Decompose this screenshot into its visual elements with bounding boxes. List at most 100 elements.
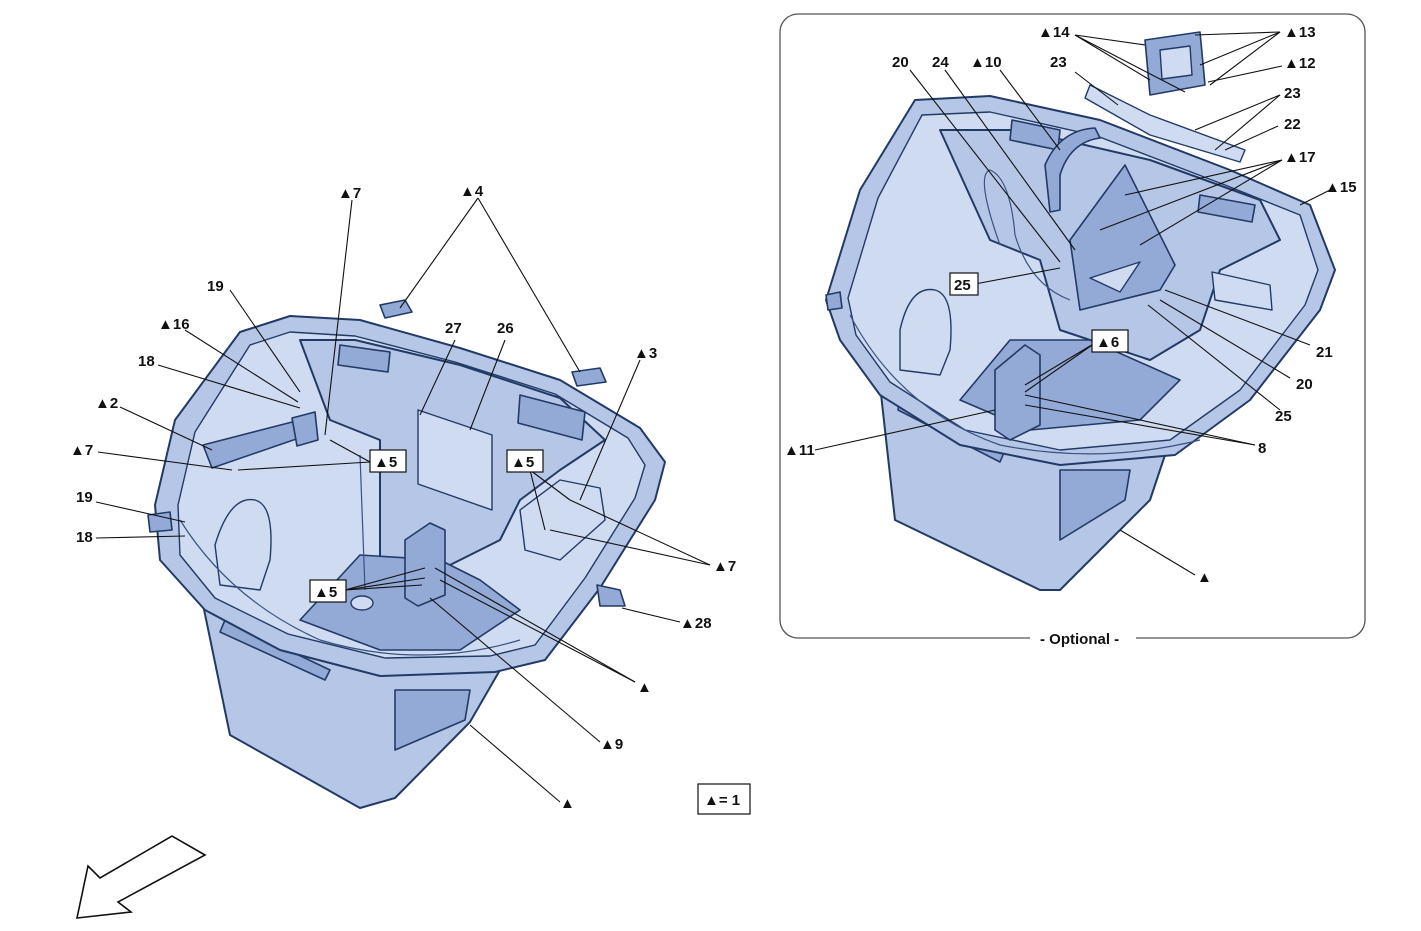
label-5c-box [309, 579, 347, 603]
leader-9 [429, 597, 601, 743]
right-side-bracket [1211, 271, 1273, 311]
label-3: ▲3 [634, 345, 657, 362]
leader-11 [814, 409, 996, 451]
label-16: ▲16 [158, 316, 190, 333]
right-plate-window [1159, 45, 1193, 80]
leader-tri-b [469, 724, 561, 803]
leader-7-left [97, 451, 233, 471]
label-4: ▲4 [460, 183, 484, 200]
label-10: ▲10 [970, 54, 1002, 71]
label-11: ▲11 [784, 442, 815, 459]
leader-19b [95, 501, 186, 523]
leader-14-2 [1074, 34, 1151, 81]
leader-18a [157, 364, 301, 409]
leader-14-3 [1074, 34, 1186, 93]
label-tri-b: ▲ [560, 795, 575, 812]
left-panel-26 [417, 409, 493, 511]
leader-13-2 [1199, 31, 1281, 66]
label-5b: ▲5 [511, 454, 534, 471]
left-handle-1 [337, 344, 391, 373]
label-5b-box [506, 449, 544, 473]
right-rim-inner-line [849, 314, 1201, 455]
leader-18b [95, 535, 186, 539]
leader-5a-2 [237, 461, 371, 471]
leader-7-top [324, 199, 353, 436]
leader-5b-1 [529, 469, 571, 501]
left-bracket-3 [519, 479, 606, 561]
left-leaders [95, 197, 711, 803]
leader-3 [579, 359, 641, 501]
label-27: 27 [445, 320, 462, 337]
leader-5c-1 [344, 567, 426, 591]
leader-17-1 [1124, 159, 1283, 196]
leader-5b-2 [529, 469, 546, 531]
left-tub-side-panel [394, 689, 471, 751]
leader-7-right-1 [569, 499, 711, 566]
leader-15 [1299, 189, 1331, 206]
left-center-post-9 [404, 522, 446, 607]
leader-21 [1164, 289, 1311, 346]
label-9: ▲9 [600, 736, 623, 753]
leader-17-3 [1139, 159, 1283, 246]
leader-6-2 [1024, 342, 1096, 393]
leader-6-1 [1024, 342, 1096, 386]
leader-13-3 [1209, 31, 1281, 86]
right-wheel-hump [899, 288, 952, 376]
left-floor-drain [350, 595, 374, 611]
leader-17-2 [1099, 159, 1283, 231]
label-7-left: ▲7 [70, 442, 93, 459]
legend-text: ▲= 1 [704, 792, 740, 809]
left-side-latch [147, 511, 173, 533]
label-24: 24 [932, 54, 949, 71]
right-tub-side-panel [1059, 469, 1131, 541]
label-18a: 18 [138, 353, 155, 370]
right-trunk-tub [825, 31, 1336, 591]
leader-22 [1224, 125, 1279, 151]
right-leaders [814, 31, 1331, 576]
leader-25a [974, 267, 1061, 285]
left-part-4b [571, 367, 607, 387]
left-part-4a [379, 299, 413, 319]
label-7-right: ▲7 [713, 558, 736, 575]
direction-arrow-icon [75, 835, 207, 919]
leader-5c-3 [344, 584, 423, 591]
label-8: 8 [1258, 440, 1266, 457]
leader-26 [469, 339, 506, 431]
left-handle-2 [517, 394, 586, 441]
label-12: ▲12 [1284, 55, 1316, 72]
left-part-28 [596, 584, 626, 607]
label-20b: 20 [1296, 376, 1313, 393]
label-26: 26 [497, 320, 514, 337]
label-6-box [1091, 329, 1129, 353]
label-17: ▲17 [1284, 149, 1316, 166]
label-25a-box [949, 272, 979, 296]
leader-12 [1207, 65, 1283, 83]
label-23a: 23 [1050, 54, 1067, 71]
label-19b: 19 [76, 489, 93, 506]
leader-23b-2 [1214, 94, 1281, 151]
label-5a: ▲5 [374, 454, 397, 471]
leader-4b [477, 197, 581, 373]
label-19a: 19 [207, 278, 224, 295]
leader-7-right-2 [549, 529, 711, 566]
right-triangle-bracket [1069, 164, 1176, 311]
leader-2 [119, 406, 213, 451]
label-14: ▲14 [1038, 24, 1070, 41]
label-25b: 25 [1275, 408, 1292, 425]
left-hinge-16 [291, 411, 319, 447]
leader-13-1 [1194, 31, 1281, 36]
leader-27 [419, 339, 456, 416]
leader-23a [1074, 71, 1119, 106]
label-25a: 25 [954, 277, 971, 294]
leader-tri-a-2 [439, 579, 636, 683]
right-triangle-cutout [1089, 261, 1141, 293]
label-5a-box [369, 449, 407, 473]
label-2: ▲2 [95, 395, 118, 412]
label-5c: ▲5 [314, 584, 337, 601]
legend-box [697, 783, 751, 815]
label-tri-right: ▲ [1197, 569, 1212, 586]
right-side-latch [825, 291, 843, 311]
leader-23b-1 [1194, 94, 1281, 131]
